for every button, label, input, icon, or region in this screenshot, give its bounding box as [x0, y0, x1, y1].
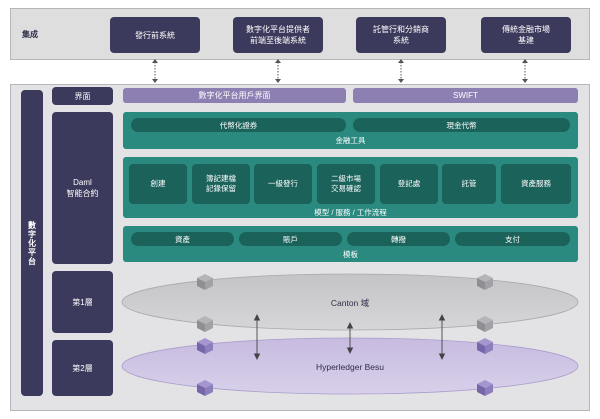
- canton-domain-label: Canton 域: [330, 298, 370, 308]
- template-pill-payment: 支付: [455, 232, 570, 246]
- financial-tools-caption: 金融工具: [335, 136, 366, 145]
- workflow-box-registry: 登記處: [380, 164, 438, 204]
- network-layers: [121, 273, 579, 396]
- integration-label: 集成: [22, 30, 38, 39]
- integration-box-traditional-infra: 傳統金融市場 基建: [481, 17, 571, 53]
- workflow-box-bookbuilding: 簿記建檔 記錄保留: [192, 164, 250, 204]
- tool-pill-tokenized-securities: 代幣化證券: [131, 118, 346, 132]
- integration-box-custodian: 託管行和分銷商 系統: [356, 17, 446, 53]
- workflow-caption: 模型 / 服務 / 工作流程: [314, 208, 387, 217]
- template-pill-transfer: 轉撥: [347, 232, 450, 246]
- template-pill-account: 賬戶: [239, 232, 342, 246]
- row-label-interface: 界面: [52, 87, 113, 105]
- integration-box-pre-issuance: 發行前系統: [110, 17, 200, 53]
- row-label-layer2: 第2層: [52, 340, 113, 396]
- platform-sidebar-label: 數字化平台: [27, 220, 37, 266]
- besu-node-cube-icons: [197, 338, 493, 396]
- besu-network-label: Hyperledger Besu: [315, 362, 385, 372]
- row-label-layer1: 第1層: [52, 271, 113, 333]
- canton-node-cube-icons: [197, 274, 493, 332]
- workflow-box-create: 創建: [129, 164, 187, 204]
- platform-sidebar: 數字化平台: [21, 90, 43, 396]
- interface-bar-user-ui: 數字化平台用戶界面: [123, 88, 346, 103]
- template-pill-asset: 資產: [131, 232, 234, 246]
- workflow-box-primary-issuance: 一級發行: [254, 164, 312, 204]
- workflow-box-secondary-market: 二級市場 交易確認: [317, 164, 375, 204]
- templates-caption: 模板: [343, 250, 358, 259]
- row-label-daml: Daml 智能合約: [52, 112, 113, 264]
- integration-arrows: [152, 59, 528, 83]
- interface-bar-swift: SWIFT: [353, 88, 578, 103]
- workflow-box-custody: 託管: [442, 164, 496, 204]
- workflow-box-asset-servicing: 資產服務: [501, 164, 571, 204]
- tool-pill-cash-token: 現金代幣: [353, 118, 570, 132]
- integration-box-platform-frontend: 數字化平台提供者 前端至後端系統: [233, 17, 323, 53]
